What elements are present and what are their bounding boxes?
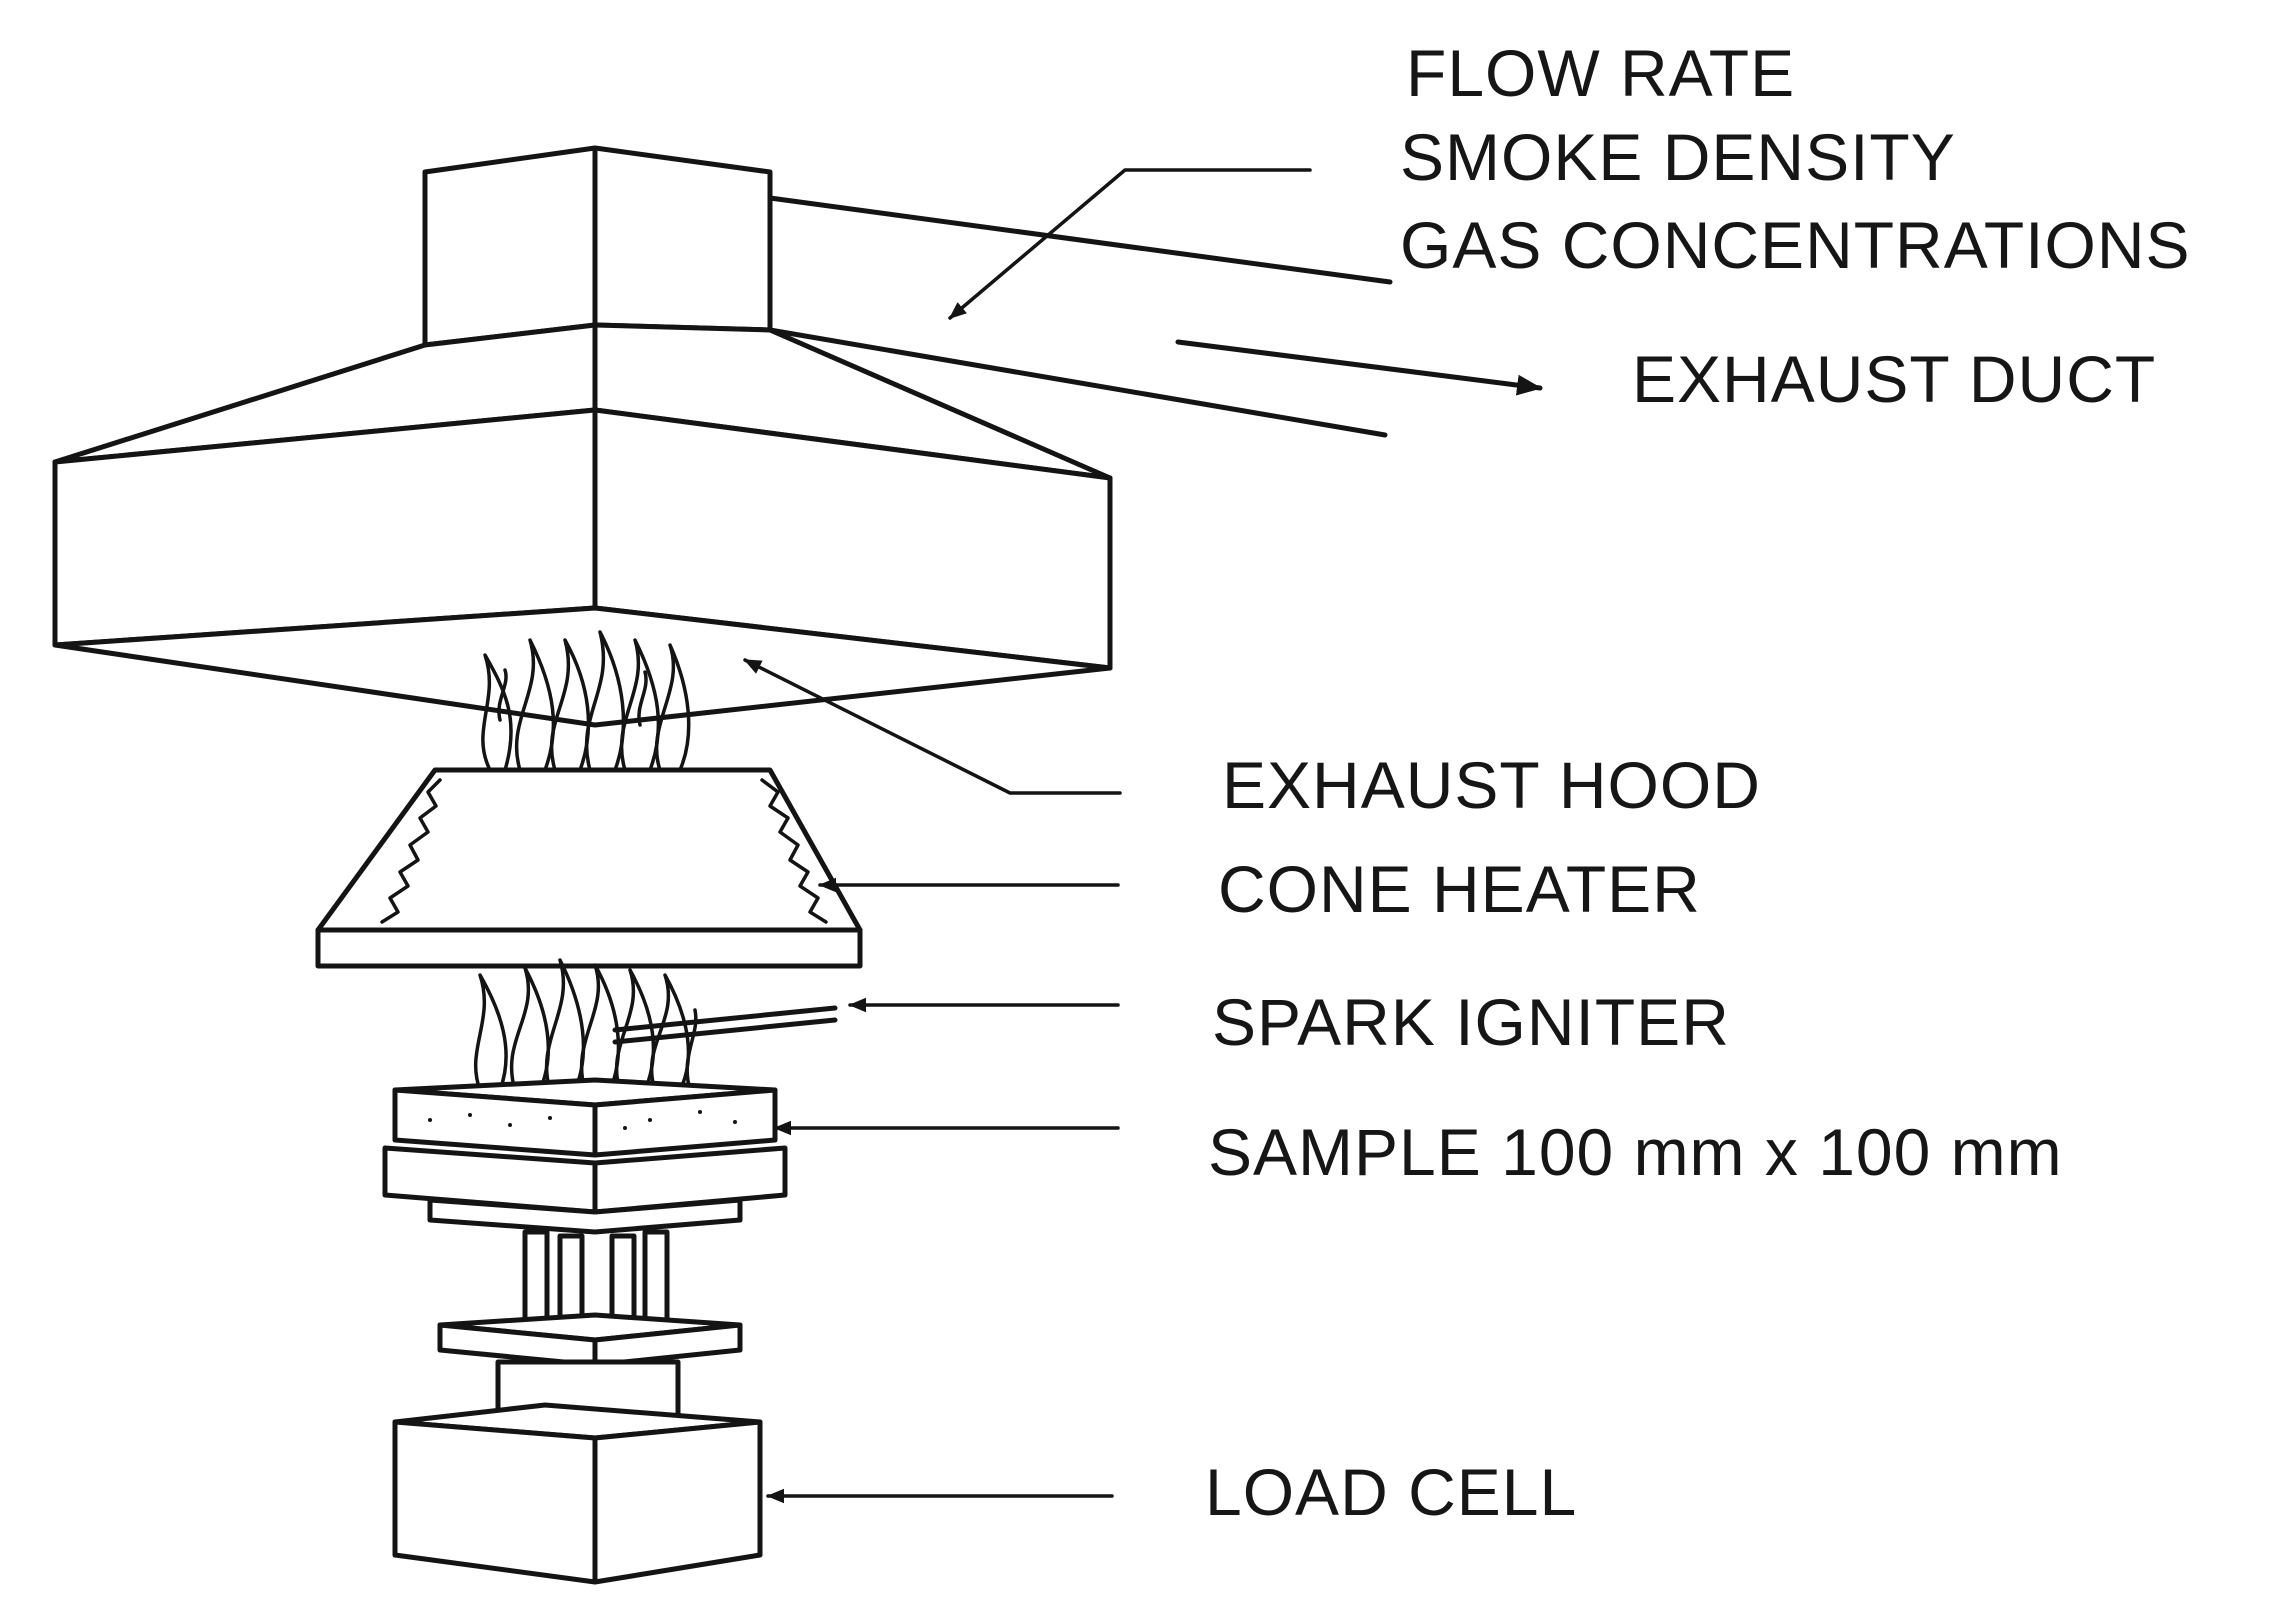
- upper-flames: [481, 630, 691, 772]
- exhaust-hood: [52, 322, 1113, 728]
- label-spark-igniter: SPARK IGNITER: [1212, 985, 1730, 1059]
- label-load-cell: LOAD CELL: [1205, 1455, 1577, 1529]
- cone-heater: [315, 767, 863, 969]
- sample-holder: [382, 1077, 788, 1235]
- spark-igniter: [612, 1005, 838, 1045]
- label-sample: SAMPLE 100 mm x 100 mm: [1208, 1115, 2063, 1189]
- label-smoke-density: SMOKE DENSITY: [1400, 120, 1956, 194]
- label-gas-concentrations: GAS CONCENTRATIONS: [1400, 208, 2191, 282]
- lower-flames: [474, 958, 698, 1092]
- label-cone-heater: CONE HEATER: [1218, 852, 1701, 926]
- label-flow-rate: FLOW RATE: [1406, 36, 1795, 110]
- leader-lines: [743, 168, 1543, 1504]
- label-exhaust-duct: EXHAUST DUCT: [1632, 342, 2156, 416]
- label-exhaust-hood: EXHAUST HOOD: [1222, 748, 1761, 822]
- load-cell: [392, 1312, 763, 1585]
